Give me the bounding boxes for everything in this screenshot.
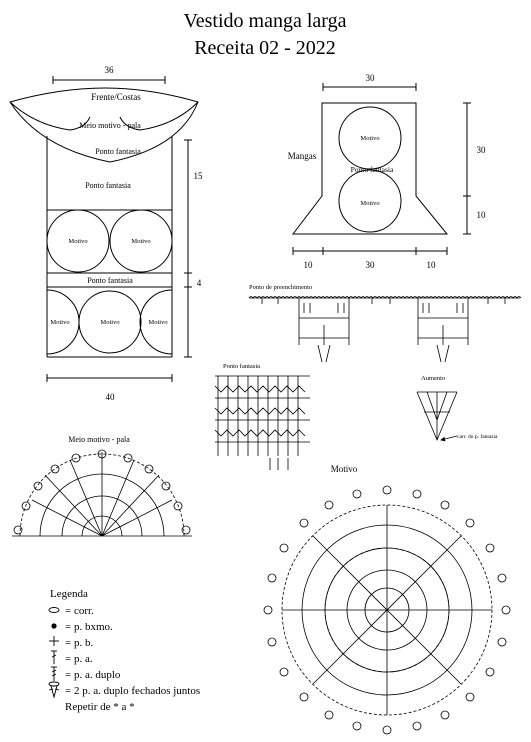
motif-label: Motivo <box>148 319 167 326</box>
increase-title: Aumento <box>421 375 445 382</box>
chain-oval-icon <box>48 607 60 613</box>
motif-label: Motivo <box>50 319 69 326</box>
motif-outer-picots <box>263 485 511 735</box>
fancy-stitch-label-3: Ponto fantasia <box>87 276 133 285</box>
yoke-label: Meio motivo - pala <box>79 121 141 130</box>
motif-chart <box>281 504 493 716</box>
sleeve-schematic <box>291 83 471 255</box>
front-back-label: Frente/Costas <box>91 92 141 102</box>
legend-title: Legenda <box>50 588 88 600</box>
sleeve-bottom-right: 10 <box>427 260 437 270</box>
sleeve-label: Mangas <box>288 151 317 161</box>
motif-label: Motivo <box>68 238 87 245</box>
half-motif-title: Meio motivo - pala <box>68 435 130 444</box>
fill-stitch-chart <box>248 296 522 363</box>
body-height-band: 4 <box>197 278 202 288</box>
legend-item-text: = 2 p. a. duplo fechados juntos <box>65 685 200 697</box>
motif-label: Motivo <box>360 135 379 142</box>
legend-item-text: = corr. <box>65 605 94 617</box>
sleeve-height-upper: 30 <box>477 145 487 155</box>
fancy-stitch-label-2: Ponto fantasia <box>85 181 131 190</box>
sleeve-bottom-left: 10 <box>304 260 314 270</box>
legend-item-text: = p. a. <box>65 653 93 665</box>
sleeve-bottom-center: 30 <box>366 260 376 270</box>
sleeve-height-lower: 10 <box>477 210 487 220</box>
motif-label: Motivo <box>360 200 379 207</box>
body-height-upper: 15 <box>194 171 204 181</box>
legend-item-text: = p. b. <box>65 637 93 649</box>
double-crochet-icon <box>51 650 57 664</box>
sleeve-fancy-label: Ponto fantasia <box>351 165 394 174</box>
single-crochet-cross-icon <box>49 636 59 646</box>
body-schematic <box>9 76 199 382</box>
increase-note: carr. do p. fantasia <box>457 433 498 440</box>
half-motif-chart <box>12 452 192 537</box>
title-line-2: Receita 02 - 2022 <box>194 37 336 59</box>
treble-cluster-icon <box>48 681 60 699</box>
fancy-stitch-chart <box>214 375 310 470</box>
body-top-width: 36 <box>105 65 115 75</box>
legend-repeat-note: Repetir de * a * <box>65 701 135 713</box>
motif-label: Motivo <box>131 238 150 245</box>
fill-stitch-title: Ponto de preenchimento <box>249 284 312 291</box>
sleeve-top-width: 30 <box>366 73 376 83</box>
fancy-stitch-label-1: Ponto fantasia <box>95 147 141 156</box>
legend-item-text: = p. bxmo. <box>65 621 113 633</box>
legend-item-text: = p. a. duplo <box>65 669 121 681</box>
motif-chart-title: Motivo <box>331 464 358 474</box>
treble-crochet-icon <box>51 666 57 681</box>
increase-chart <box>416 391 458 442</box>
body-bottom-width: 40 <box>106 392 116 402</box>
motif-label: Motivo <box>100 319 119 326</box>
slip-stitch-dot-icon <box>51 623 57 629</box>
half-motif-scallops <box>13 449 191 535</box>
title-line-1: Vestido manga larga <box>184 10 347 32</box>
fancy-stitch-chart-title: Ponto fantasia <box>223 363 260 370</box>
